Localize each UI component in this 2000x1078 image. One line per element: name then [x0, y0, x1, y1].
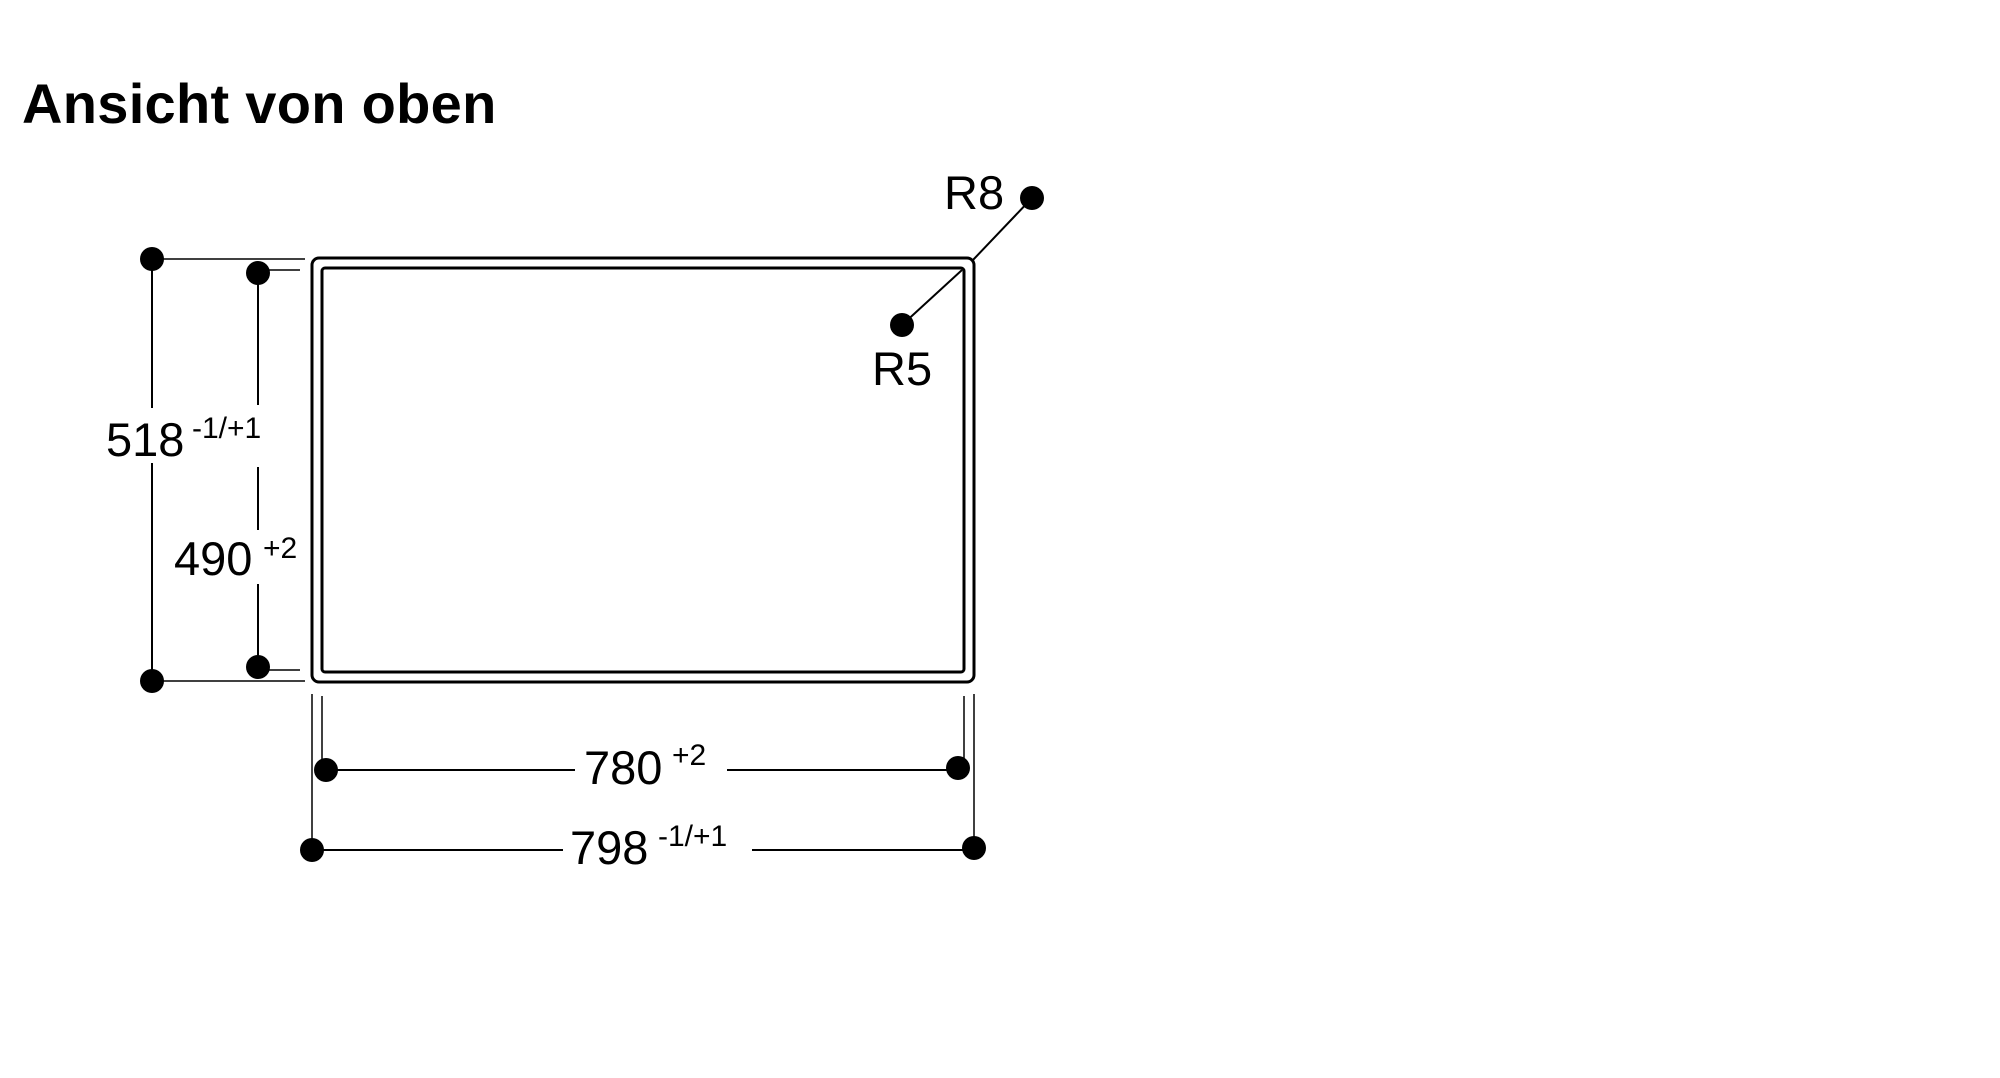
outer-cutout-outline [310, 256, 976, 684]
inner-width-dimension: 780 +2 [314, 696, 970, 794]
outer-radius-callout: R8 [944, 166, 1044, 262]
dimension-dot [300, 838, 324, 862]
inner-height-tolerance: +2 [263, 532, 297, 565]
inner-width-tolerance: +2 [672, 739, 706, 772]
inner-radius-callout: R5 [872, 269, 963, 395]
outer-width-tolerance: -1/+1 [658, 820, 727, 853]
dimension-dot [140, 669, 164, 693]
dimension-dot [246, 655, 270, 679]
outer-height-value: 518 [106, 413, 184, 466]
inner-radius-label: R5 [872, 342, 932, 395]
callout-dot [890, 313, 914, 337]
inner-width-value: 780 [584, 741, 662, 794]
outer-height-dimension: 518 -1/+1 [106, 247, 305, 693]
page-title: Ansicht von oben [22, 72, 497, 135]
dimension-dot [140, 247, 164, 271]
inner-cutout-outline [320, 266, 966, 674]
outer-width-value: 798 [570, 821, 648, 874]
dimension-dot [246, 261, 270, 285]
outer-radius-label: R8 [944, 166, 1004, 219]
outer-height-tolerance: -1/+1 [192, 412, 261, 445]
outer-width-dimension: 798 -1/+1 [300, 694, 986, 874]
callout-dot [1020, 186, 1044, 210]
dimension-dot [314, 758, 338, 782]
dimension-dot [946, 756, 970, 780]
dimension-dot [962, 836, 986, 860]
inner-height-dimension: 490 +2 [174, 261, 300, 679]
inner-height-value: 490 [174, 532, 252, 585]
